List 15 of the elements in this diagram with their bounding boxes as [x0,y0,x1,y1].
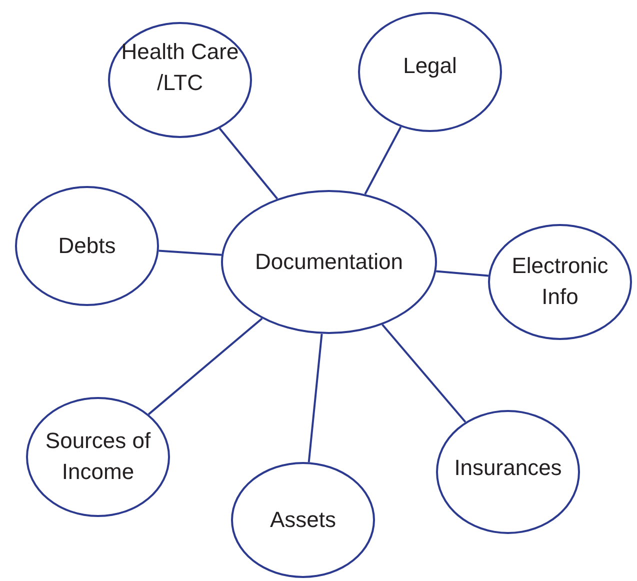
topic-label: Insurances [453,454,563,482]
connector-line [364,126,402,195]
topic-label: Assets [268,506,338,534]
topic-label: Debts [57,232,117,260]
connector-line [158,250,222,256]
connector-line [308,334,323,462]
topic-label: Documentation [254,248,404,276]
topic-label: Legal [402,52,458,80]
connector-line [218,128,278,200]
topic-label: Electronic Info [510,252,610,311]
topic-label: Sources of Income [44,427,152,486]
connector-line [436,270,488,277]
connector-line [148,318,263,416]
connector-line [382,324,466,423]
topic-label: Health Care /LTC [120,38,240,97]
